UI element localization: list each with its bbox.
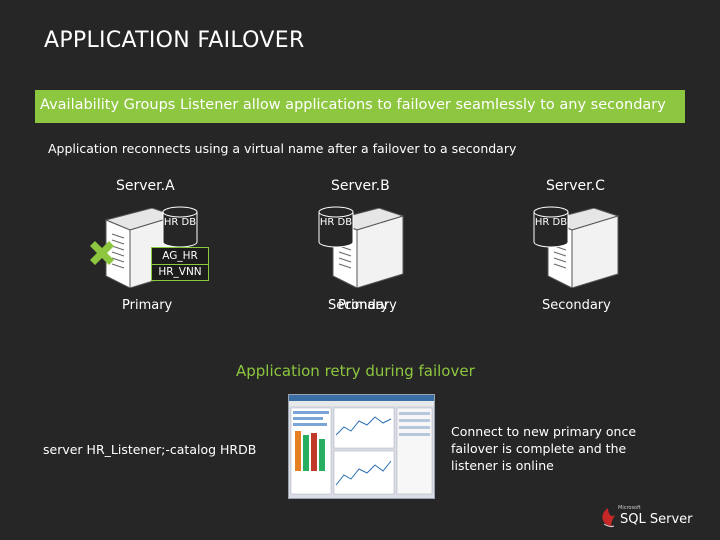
server-b-db-label: HR DB (319, 217, 353, 228)
server-a-name: Server.A (116, 178, 175, 194)
logo-brand: Microsoft (618, 505, 641, 511)
ag-name: AG_HR (152, 250, 208, 262)
sql-server-logo-icon (598, 506, 618, 530)
server-a-role: Primary (122, 298, 172, 313)
server-b-name: Server.B (331, 178, 390, 194)
server-a-db-label: HR DB (163, 217, 197, 228)
server-b-role-primary: Primary (338, 298, 388, 313)
application-screenshot-graphic (289, 395, 434, 498)
banner-text: Availability Groups Listener allow appli… (40, 97, 666, 113)
slide-title: APPLICATION FAILOVER (44, 28, 305, 53)
server-c-name: Server.C (546, 178, 605, 194)
availability-group-box: AG_HR HR_VNN (151, 247, 209, 281)
logo-product: SQL Server (620, 512, 693, 527)
listener-name: HR_VNN (152, 266, 208, 278)
server-c-db-label: HR DB (534, 217, 568, 228)
green-x-icon (87, 238, 117, 268)
ag-divider (152, 264, 208, 265)
server-c-role: Secondary (542, 298, 611, 313)
application-screenshot (288, 394, 435, 499)
connect-note: Connect to new primary once failover is … (451, 423, 651, 474)
connection-string: server HR_Listener;-catalog HRDB (43, 442, 256, 457)
retry-heading: Application retry during failover (236, 362, 475, 380)
bullet-text: Application reconnects using a virtual n… (48, 141, 516, 156)
